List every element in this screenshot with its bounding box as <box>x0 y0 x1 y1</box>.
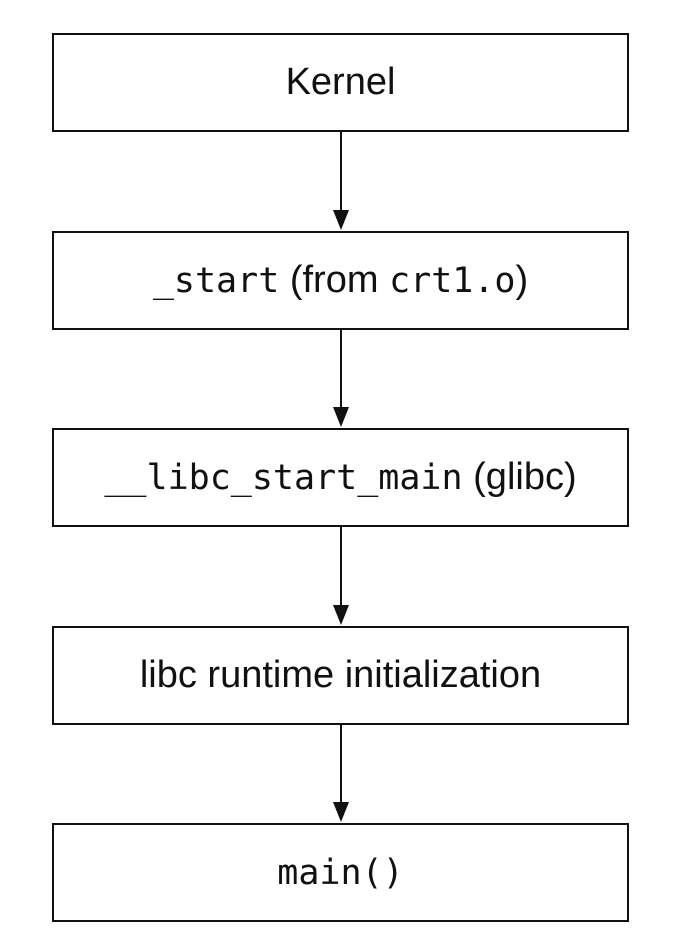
arrowhead-kernel-to-start <box>333 210 349 230</box>
node-libc-start-main-library: (glibc) <box>462 456 577 498</box>
node-start-from-text: (from <box>279 259 390 301</box>
node-runtime-initialization-label: libc runtime initialization <box>139 654 542 696</box>
node-start-close-paren: ) <box>515 259 529 301</box>
node-main: main() <box>52 823 629 922</box>
node-main-label: main() <box>277 852 404 893</box>
arrowhead-runtime-init-to-main <box>333 802 349 822</box>
node-libc-start-main-symbol: __libc_start_main <box>104 457 463 498</box>
node-libc-start-main: __libc_start_main (glibc) <box>52 428 629 527</box>
node-kernel-label: Kernel <box>285 61 396 103</box>
arrowhead-libc-start-main-to-runtime-init <box>333 605 349 625</box>
arrowhead-start-to-libc-start-main <box>333 407 349 427</box>
node-start-object-file: crt1.o <box>389 260 516 301</box>
node-start: _start (from crt1.o) <box>52 231 629 330</box>
node-runtime-initialization: libc runtime initialization <box>52 626 629 725</box>
node-start-symbol: _start <box>152 260 280 301</box>
node-kernel: Kernel <box>52 33 629 132</box>
